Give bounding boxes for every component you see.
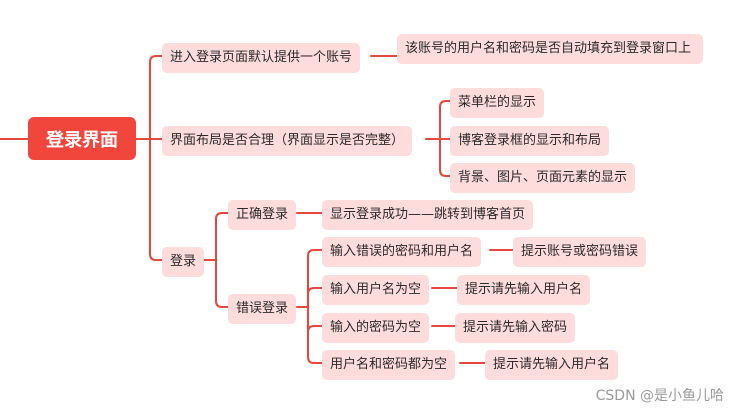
node-account-autofill-label: 该账号的用户名和密码是否自动填充到登录窗口上 (405, 41, 692, 56)
node-wrong-login-label: 错误登录 (236, 301, 289, 316)
node-background-elements: 背景、图片、页面元素的显示 (450, 163, 636, 193)
node-default-account: 进入登录页面默认提供一个账号 (162, 43, 361, 73)
node-menu-bar-display: 菜单栏的显示 (450, 88, 545, 118)
node-case-empty-username-label: 输入用户名为空 (330, 282, 422, 297)
node-login-box-layout-label: 博客登录框的显示和布局 (458, 133, 602, 148)
node-login: 登录 (162, 247, 205, 277)
node-result-empty-password: 提示请先输入密码 (455, 313, 576, 343)
node-result-both-empty: 提示请先输入用户名 (485, 350, 619, 380)
node-result-wrong-credentials-label: 提示账号或密码错误 (521, 244, 639, 259)
root-node-label: 登录界面 (46, 129, 118, 151)
node-correct-login: 正确登录 (228, 200, 297, 230)
node-login-success: 显示登录成功——跳转到博客首页 (322, 200, 534, 230)
node-result-empty-username-label: 提示请先输入用户名 (465, 282, 583, 297)
node-login-box-layout: 博客登录框的显示和布局 (450, 126, 610, 156)
node-background-elements-label: 背景、图片、页面元素的显示 (458, 170, 628, 185)
node-account-autofill: 该账号的用户名和密码是否自动填充到登录窗口上 (397, 34, 703, 64)
node-case-wrong-credentials-label: 输入错误的密码和用户名 (330, 244, 474, 259)
node-case-empty-username: 输入用户名为空 (322, 275, 430, 305)
node-case-empty-password-label: 输入的密码为空 (330, 320, 422, 335)
node-layout-check-label: 界面布局是否合理（界面显示是否完整） (170, 133, 405, 148)
node-case-both-empty: 用户名和密码都为空 (322, 350, 456, 380)
node-case-both-empty-label: 用户名和密码都为空 (330, 357, 448, 372)
csdn-watermark: CSDN @是小鱼儿哈 (595, 388, 724, 404)
node-login-success-label: 显示登录成功——跳转到博客首页 (330, 207, 526, 222)
node-default-account-label: 进入登录页面默认提供一个账号 (170, 50, 353, 65)
node-case-empty-password: 输入的密码为空 (322, 313, 430, 343)
node-result-both-empty-label: 提示请先输入用户名 (493, 357, 611, 372)
node-result-empty-password-label: 提示请先输入密码 (463, 320, 568, 335)
root-node-login-page: 登录界面 (28, 117, 136, 160)
node-layout-check: 界面布局是否合理（界面显示是否完整） (162, 126, 413, 156)
node-result-wrong-credentials: 提示账号或密码错误 (513, 237, 647, 267)
node-correct-login-label: 正确登录 (236, 207, 289, 222)
node-result-empty-username: 提示请先输入用户名 (457, 275, 591, 305)
node-login-label: 登录 (170, 254, 197, 269)
node-menu-bar-display-label: 菜单栏的显示 (458, 95, 537, 110)
node-case-wrong-credentials: 输入错误的密码和用户名 (322, 237, 482, 267)
node-wrong-login: 错误登录 (228, 294, 297, 324)
